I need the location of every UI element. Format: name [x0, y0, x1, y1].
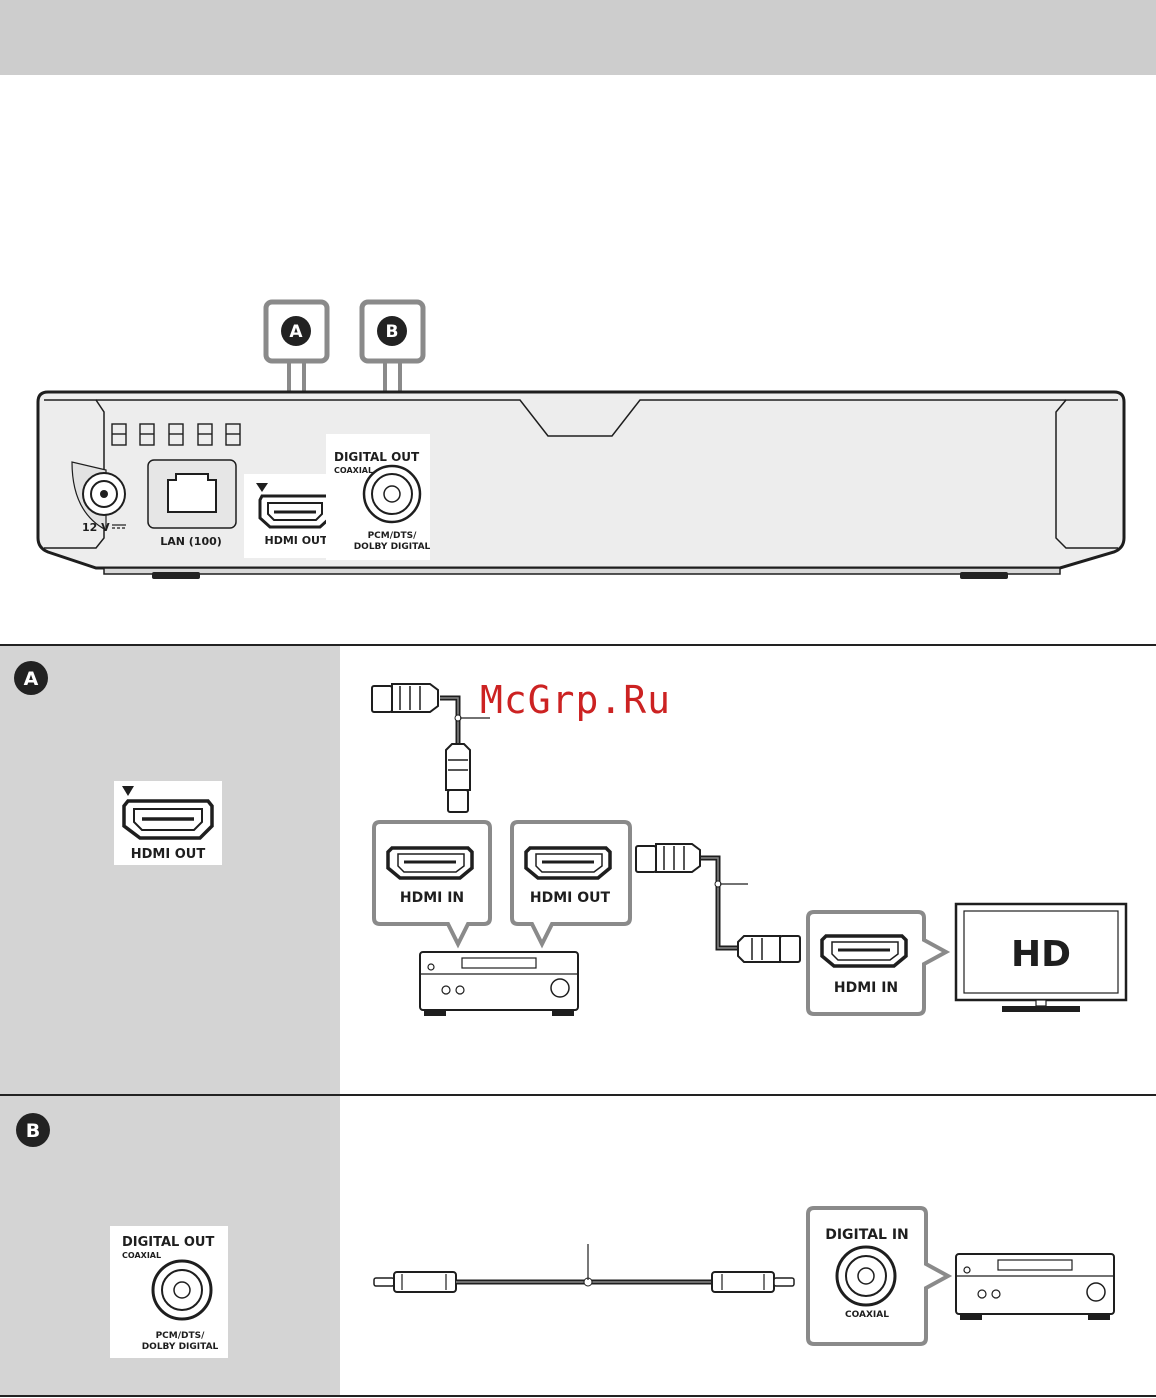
- marker-a: A: [289, 322, 303, 342]
- player-pcm-label: PCM/DTS/: [368, 531, 418, 541]
- sidebar-digital-out-panel: DIGITAL OUT COAXIAL PCM/DTS/ DOLBY DIGIT…: [110, 1226, 228, 1358]
- player-dolby-label: DOLBY DIGITAL: [354, 542, 431, 552]
- lan-label: LAN (100): [160, 535, 222, 548]
- hdmi-cable-1: [372, 684, 490, 812]
- digital-in-label: DIGITAL IN: [825, 1227, 909, 1243]
- amp-hdmi-in-callout: HDMI IN: [374, 822, 490, 944]
- player-digital-out-port: DIGITAL OUT COAXIAL PCM/DTS/ DOLBY DIGIT…: [326, 434, 431, 560]
- av-amplifier-b: [956, 1254, 1114, 1320]
- tv-hdmi-in-label: HDMI IN: [834, 980, 898, 996]
- amp-hdmi-in-label: HDMI IN: [400, 890, 464, 906]
- watermark: McGrp.Ru: [480, 678, 671, 722]
- section-a-marker: A: [24, 668, 39, 690]
- digital-in-callout: DIGITAL IN COAXIAL: [808, 1208, 948, 1344]
- player-rear-panel: A B 12 V LAN (100): [0, 290, 1156, 590]
- amp-hdmi-out-label: HDMI OUT: [530, 890, 611, 906]
- header-bar: [0, 0, 1156, 75]
- sidebar-digital-out-label: DIGITAL OUT: [122, 1235, 214, 1250]
- sidebar-hdmi-out-panel: HDMI OUT: [114, 781, 222, 865]
- tv-screen-text: HD: [1011, 934, 1071, 975]
- player-coaxial-label: COAXIAL: [334, 466, 373, 475]
- dc-label: 12 V: [82, 521, 110, 534]
- hdmi-cable-2: [636, 844, 800, 962]
- sidebar-hdmi-label: HDMI OUT: [131, 847, 206, 862]
- amp-hdmi-out-callout: HDMI OUT: [512, 822, 630, 944]
- coaxial-cable: [374, 1244, 794, 1292]
- sidebar-pcm-label: PCM/DTS/: [156, 1331, 206, 1341]
- player-digital-out-label: DIGITAL OUT: [334, 450, 420, 464]
- sidebar-coaxial-label: COAXIAL: [122, 1251, 161, 1260]
- marker-b: B: [386, 322, 399, 342]
- sidebar-dolby-label: DOLBY DIGITAL: [142, 1342, 219, 1352]
- section-b-diagram: B DIGITAL OUT COAXIAL PCM/DTS/ DOLBY DIG…: [0, 1096, 1156, 1396]
- digital-in-coaxial-label: COAXIAL: [845, 1310, 889, 1320]
- av-amplifier-a: [420, 952, 578, 1016]
- tv-hdmi-in-callout: HDMI IN: [808, 912, 946, 1014]
- player-hdmi-label: HDMI OUT: [265, 534, 328, 547]
- tv: HD: [956, 904, 1126, 1012]
- section-b-marker: B: [26, 1120, 40, 1142]
